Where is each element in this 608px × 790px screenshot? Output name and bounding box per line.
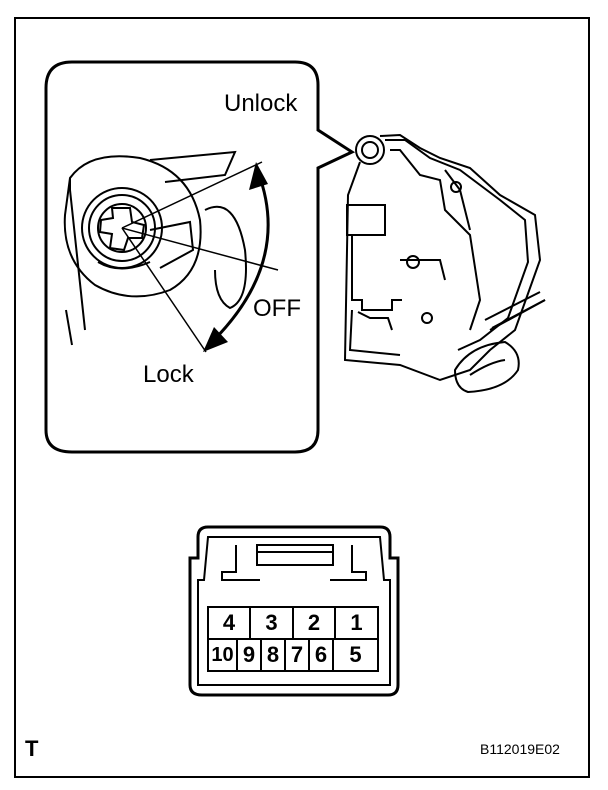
unlock-label: Unlock <box>224 90 298 117</box>
connector-inner <box>197 536 391 686</box>
lock-cylinder-detail <box>63 150 247 346</box>
corner-letter: T <box>25 736 39 761</box>
pin-10-label: 10 <box>211 644 234 666</box>
figure-frame <box>14 17 590 778</box>
pin-4-label: 4 <box>222 610 236 635</box>
detail-callout-panel <box>44 60 356 454</box>
pin-8-label: 8 <box>266 642 280 667</box>
arrow-lock <box>203 327 228 352</box>
arrow-unlock <box>249 162 268 190</box>
lock-label: Lock <box>143 361 194 388</box>
door-lock-assembly <box>343 133 546 394</box>
connector-shape <box>188 525 400 697</box>
pin-2-label: 2 <box>307 610 321 635</box>
off-label: OFF <box>253 295 301 322</box>
position-lines <box>121 161 279 353</box>
pin-6-label: 6 <box>314 642 328 667</box>
pin-5-label: 5 <box>349 642 362 667</box>
rotation-arc <box>210 171 270 344</box>
pin-1-label: 1 <box>350 610 363 635</box>
figure-code: B112019E02 <box>480 741 560 757</box>
pin-3-label: 3 <box>265 610 278 635</box>
pin-7-label: 7 <box>290 642 304 667</box>
pin-9-label: 9 <box>242 642 256 667</box>
